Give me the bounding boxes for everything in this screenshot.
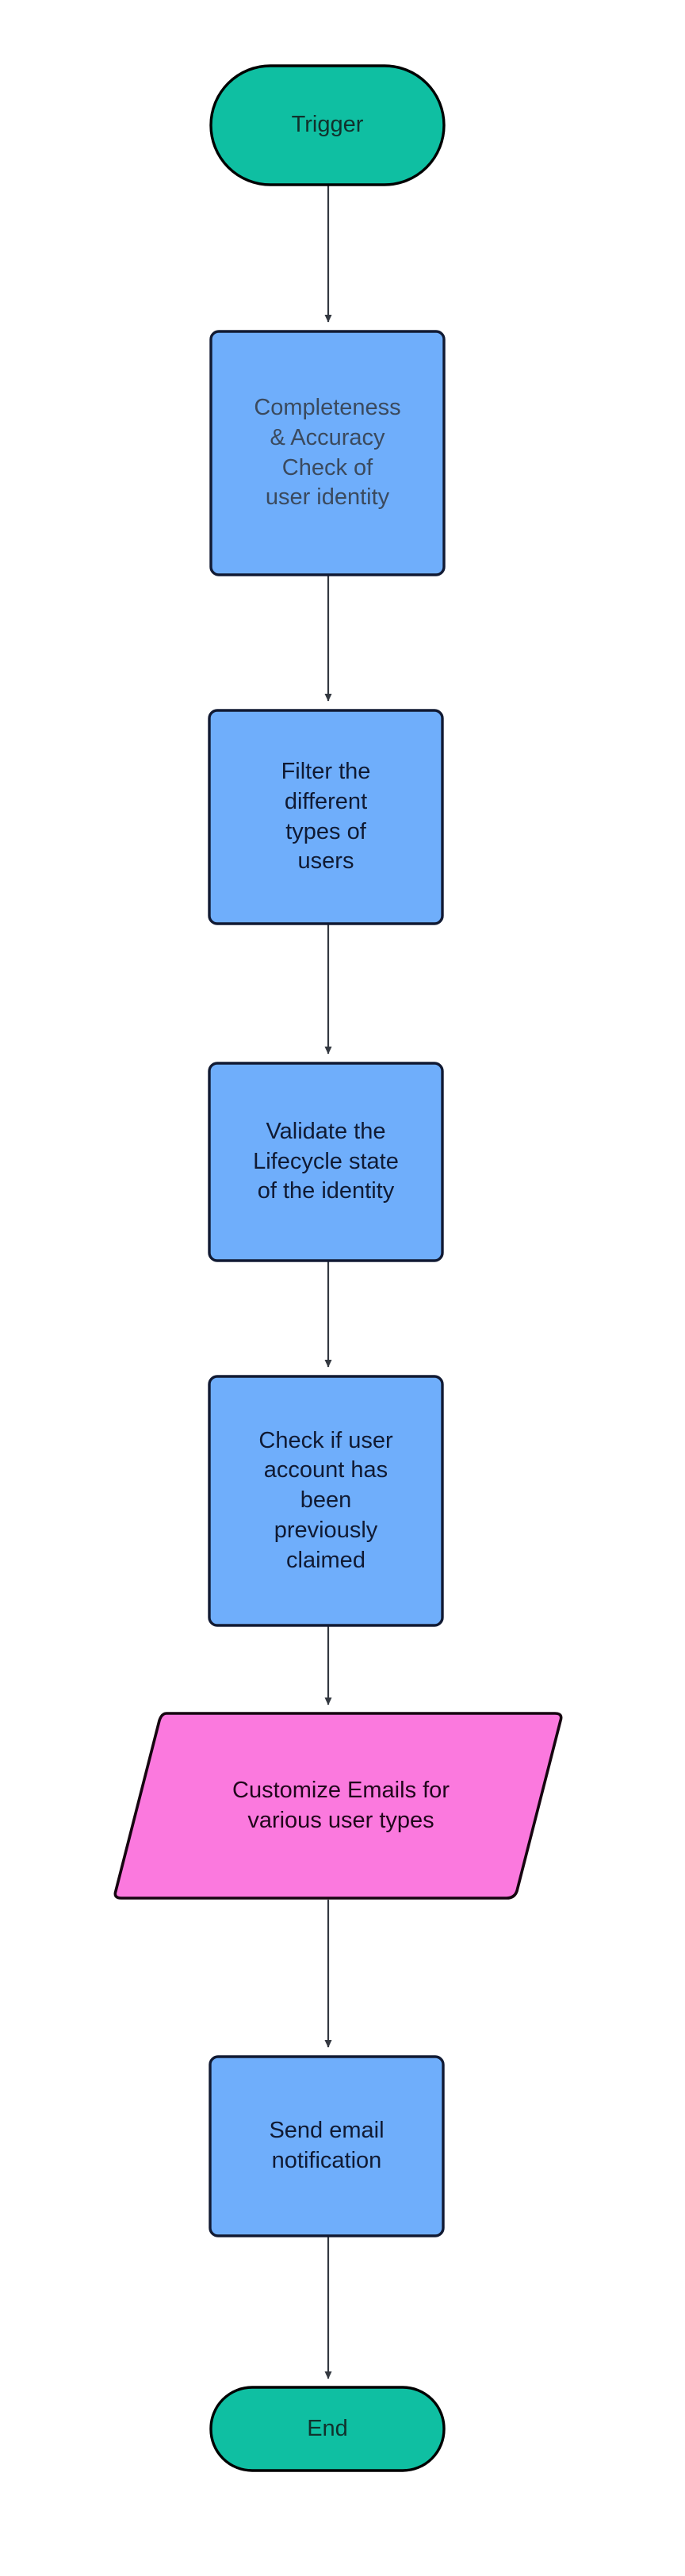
node-validate-lifecycle[interactable] [208, 1062, 444, 1262]
node-trigger[interactable] [209, 64, 446, 186]
node-check-claimed[interactable] [208, 1375, 444, 1627]
node-filter-users[interactable] [208, 709, 444, 925]
node-customize-emails[interactable] [113, 1712, 563, 1900]
node-end[interactable] [209, 2386, 446, 2472]
node-completeness-check[interactable] [209, 330, 446, 576]
node-send-email[interactable] [209, 2055, 445, 2237]
